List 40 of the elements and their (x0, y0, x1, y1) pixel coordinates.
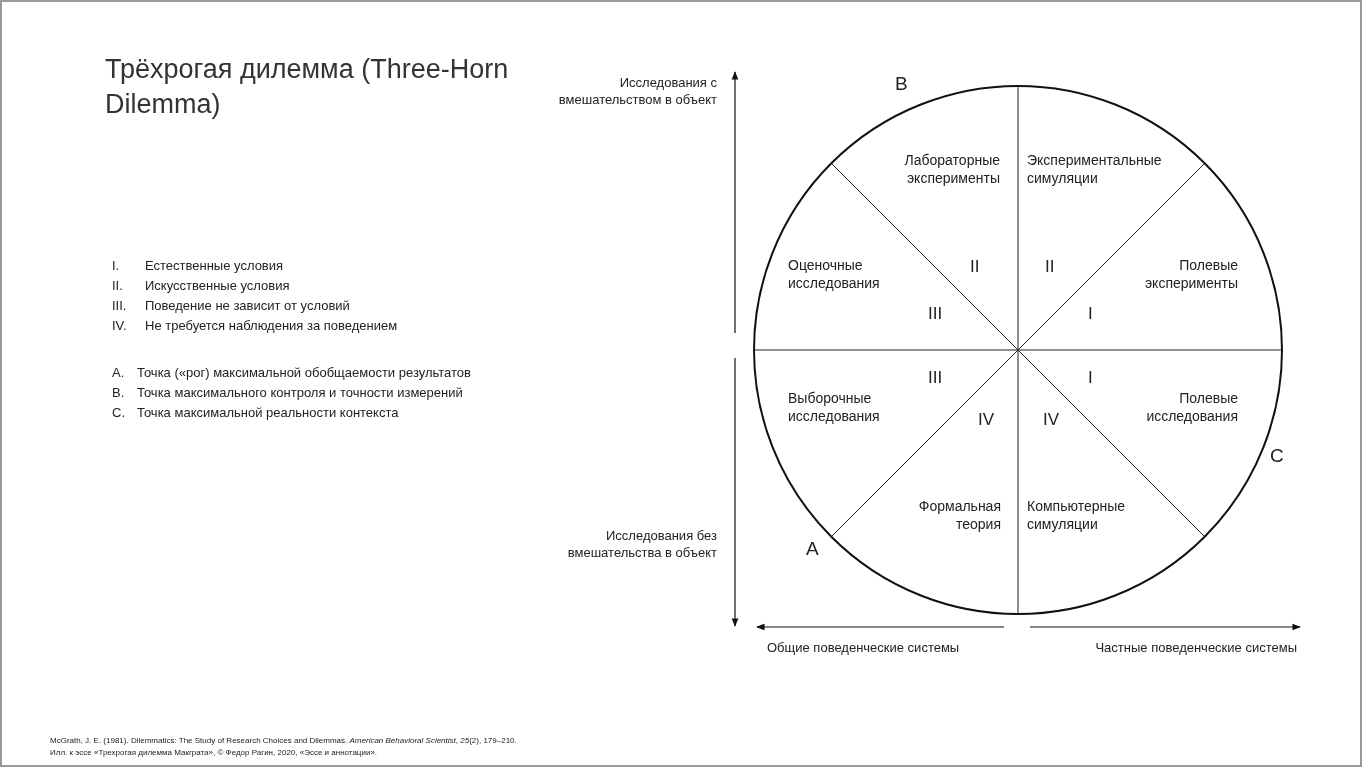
sector-label: Оценочные исследования (788, 256, 881, 293)
list-item-text: Искусственные условия (145, 278, 291, 295)
corner-letter: C (1270, 444, 1285, 468)
sector-label: Компьютерные симуляции (1027, 497, 1127, 534)
sector-numeral: I (1088, 367, 1094, 389)
corner-letter: A (806, 537, 820, 561)
list-marker: B. (112, 385, 126, 402)
sector-label: Экспериментальные симуляции (1027, 151, 1163, 188)
sector-numeral: II (1045, 256, 1056, 278)
axis-label: Исследования с вмешательством в объект (557, 75, 717, 109)
sector-label: Лабораторные эксперименты (903, 151, 1000, 188)
list-item-text: Не требуется наблюдения за поведением (145, 318, 399, 335)
corner-letter: B (895, 72, 909, 96)
sector-numeral: I (1088, 303, 1094, 325)
sector-numeral: IV (1043, 409, 1061, 431)
citation-text: McGrath, J. E. (1981). Dilemmatics: The Study of Research Choices and Dilemmas. American Behavioral Scientist, 25(2), 179–210. (50, 736, 518, 747)
axis-label: Частные поведенческие системы (1094, 640, 1297, 657)
list-item-text: Точка максимальной реальности контекста (137, 405, 400, 422)
sector-label: Выборочные исследования (788, 389, 881, 426)
list-item-text: Естественные условия (145, 258, 285, 275)
sector-numeral: II (970, 256, 981, 278)
sector-numeral: III (928, 303, 944, 325)
sector-numeral: IV (978, 409, 996, 431)
sector-label: Полевые исследования (1145, 389, 1238, 426)
list-marker: C. (112, 405, 126, 422)
list-marker: IV. (112, 318, 128, 335)
sector-label: Формальная теория (917, 497, 1001, 534)
citation-text: Илл. к эссе «Трехрогая дилемма Макграта», © Федор Рагин, 2020, «Эссе и аннотации». (50, 748, 379, 759)
list-item-text: Точка максимального контроля и точности измерений (137, 385, 464, 402)
list-item-text: Точка («рог) максимальной обобщаемости результатов (137, 365, 472, 382)
sector-label: Полевые эксперименты (1143, 256, 1238, 293)
list-marker: II. (112, 278, 124, 295)
axis-label: Общие поведенческие системы (767, 640, 961, 657)
title: Трёхрогая дилемма (Three-Horn Dilemma) (105, 53, 510, 122)
list-item-text: Поведение не зависит от условий (145, 298, 351, 315)
axis-label: Исследования без вмешательства в объект (566, 528, 717, 562)
list-marker: I. (112, 258, 121, 275)
list-marker: A. (112, 365, 126, 382)
list-marker: III. (112, 298, 128, 315)
sector-numeral: III (928, 367, 944, 389)
